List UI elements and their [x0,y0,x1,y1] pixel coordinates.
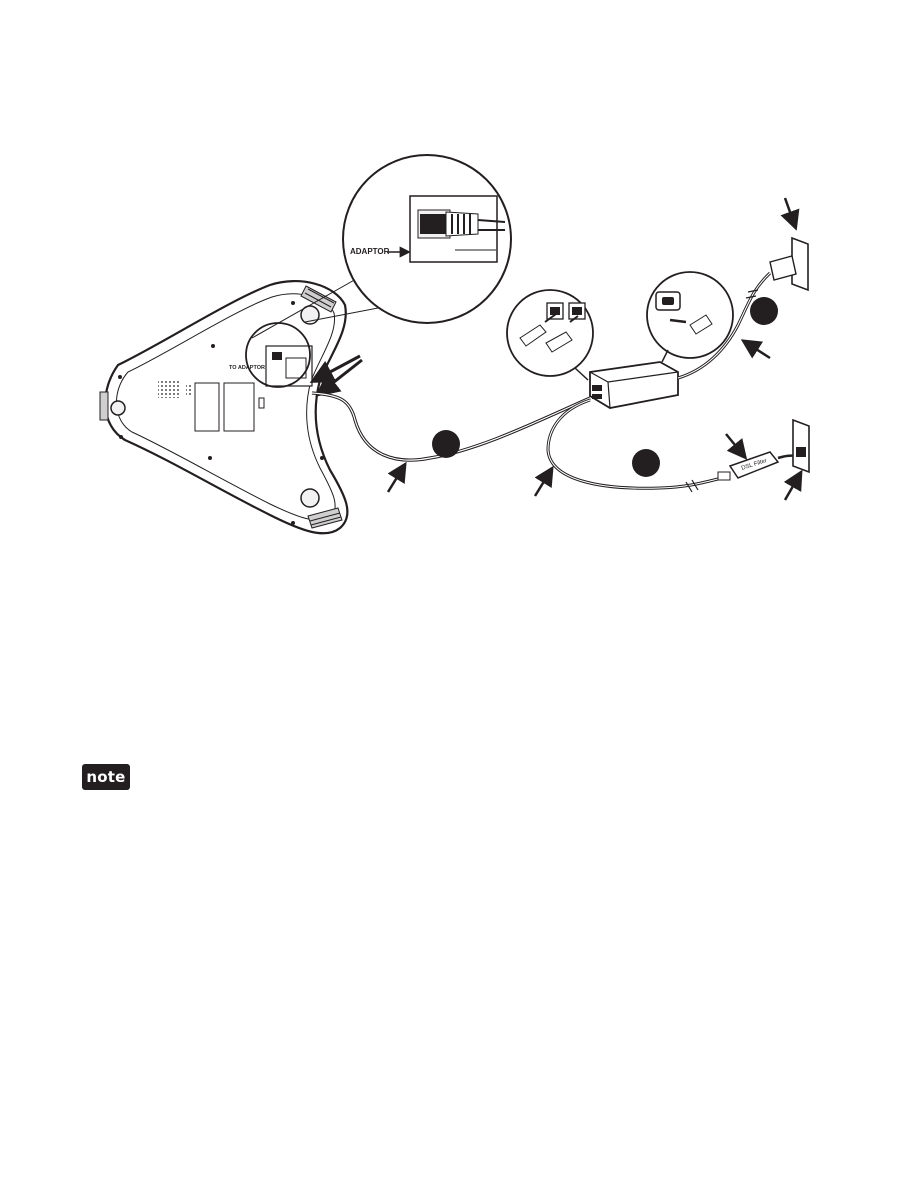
power-wall-outlet [770,238,808,290]
speaker-grille-left [100,392,108,420]
jack-callout [507,290,593,380]
power-jack-callout [647,272,733,362]
vent-dots-small [186,383,192,397]
conference-phone-base: TO ADAPTOR [100,281,347,533]
step-marker-c [750,297,778,325]
phone-connection-diagram: TO ADAPTOR ADAPTOR [0,0,918,620]
power-adaptor [590,362,678,408]
callout-adaptor-label: ADAPTOR [350,247,390,256]
cord-arrow-a [388,466,404,492]
phone-wall-jack [793,420,809,472]
step-marker-a [432,430,460,458]
note-badge: note [82,764,130,790]
adaptor-port-callout: ADAPTOR [343,155,511,323]
power-cord-arrow [745,342,770,358]
wall-jack-arrow [785,474,800,500]
dsl-filter: DSL Filter [718,452,796,480]
vent-dots [158,380,180,398]
line-cord-arrow [535,470,551,496]
foot-left [111,401,125,415]
foot-bottom [301,489,319,507]
telephone-line-cord [548,400,722,488]
outlet-arrow [785,198,795,226]
step-marker-b [632,449,660,477]
filter-arrow [726,434,744,456]
